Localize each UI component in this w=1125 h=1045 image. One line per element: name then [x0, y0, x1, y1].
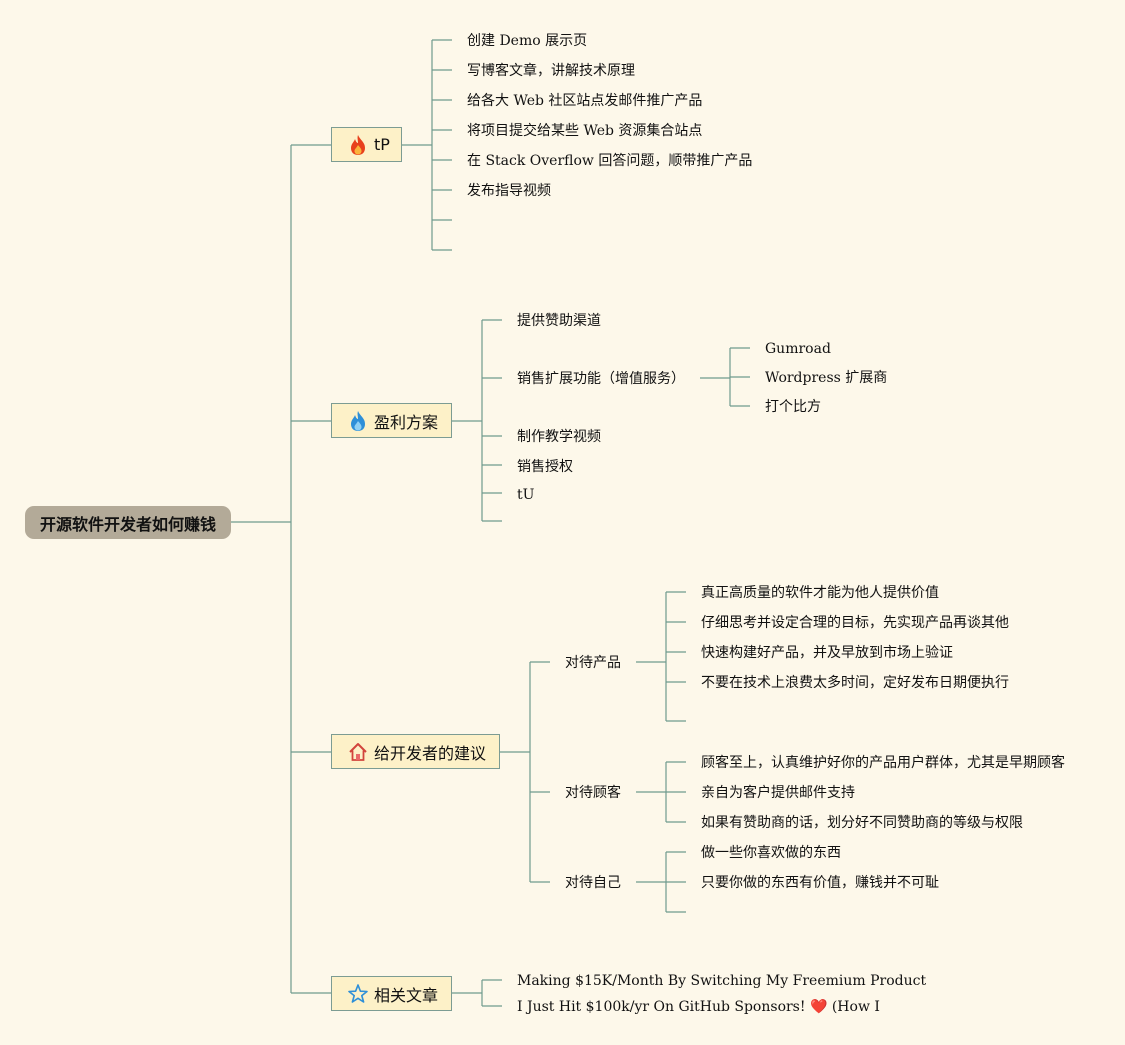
product-leaf-3[interactable]: 快速构建好产品，并及早放到市场上验证	[701, 645, 953, 661]
branch-tp-label: tP	[374, 135, 390, 154]
extension-child-1[interactable]: Gumroad	[765, 341, 831, 357]
branch-profit[interactable]: 盈利方案	[331, 403, 452, 438]
customer-leaf-1[interactable]: 顾客至上，认真维护好你的产品用户群体，尤其是早期顾客	[701, 755, 1065, 771]
article-link-1[interactable]: Making $15K/Month By Switching My Freemi…	[517, 973, 927, 989]
advice-customer[interactable]: 对待顾客	[565, 785, 621, 801]
branch-advice-label: 给开发者的建议	[374, 743, 487, 763]
article-link-2[interactable]: I Just Hit $100k/yr On GitHub Sponsors! …	[517, 998, 880, 1016]
branch-articles[interactable]: 相关文章	[331, 976, 452, 1011]
star-icon	[348, 983, 368, 1005]
customer-leaf-2[interactable]: 亲自为客户提供邮件支持	[701, 785, 855, 801]
profit-leaf-5[interactable]: tU	[517, 487, 535, 503]
profit-leaf-3[interactable]: 制作教学视频	[517, 429, 601, 445]
tp-leaf-4[interactable]: 将项目提交给某些 Web 资源集合站点	[467, 123, 703, 139]
extension-child-3[interactable]: 打个比方	[765, 399, 821, 415]
tp-leaf-6[interactable]: 发布指导视频	[467, 183, 551, 199]
blue-flame-icon	[348, 410, 368, 432]
heart-icon: ❤️	[809, 999, 828, 1015]
profit-leaf-1[interactable]: 提供赞助渠道	[517, 313, 601, 329]
self-leaf-1[interactable]: 做一些你喜欢做的东西	[701, 845, 841, 861]
branch-tp[interactable]: tP	[331, 127, 402, 162]
product-leaf-2[interactable]: 仔细思考并设定合理的目标，先实现产品再谈其他	[701, 615, 1009, 631]
tp-leaf-3[interactable]: 给各大 Web 社区站点发邮件推广产品	[467, 93, 703, 109]
extension-child-2[interactable]: Wordpress 扩展商	[765, 370, 888, 386]
branch-profit-label: 盈利方案	[374, 412, 439, 432]
profit-leaf-2[interactable]: 销售扩展功能（增值服务）	[517, 371, 685, 387]
tp-leaf-1[interactable]: 创建 Demo 展示页	[467, 33, 588, 49]
article-link-2-text: I Just Hit $100k/yr On GitHub Sponsors!	[517, 999, 810, 1015]
root-node[interactable]: 开源软件开发者如何赚钱	[25, 506, 231, 539]
article-link-2-tail: (How I	[827, 999, 880, 1015]
house-icon	[348, 741, 368, 763]
self-leaf-2[interactable]: 只要你做的东西有价值，赚钱并不可耻	[701, 875, 939, 891]
fire-icon	[348, 134, 368, 156]
root-label: 开源软件开发者如何赚钱	[39, 514, 216, 534]
customer-leaf-3[interactable]: 如果有赞助商的话，划分好不同赞助商的等级与权限	[701, 815, 1023, 831]
advice-self[interactable]: 对待自己	[565, 875, 621, 891]
advice-product[interactable]: 对待产品	[565, 655, 621, 671]
tp-leaf-5[interactable]: 在 Stack Overflow 回答问题，顺带推广产品	[467, 153, 753, 169]
profit-leaf-4[interactable]: 销售授权	[517, 459, 573, 475]
product-leaf-4[interactable]: 不要在技术上浪费太多时间，定好发布日期便执行	[701, 675, 1009, 691]
tp-leaf-2[interactable]: 写博客文章，讲解技术原理	[467, 63, 635, 79]
branch-articles-label: 相关文章	[374, 985, 439, 1005]
product-leaf-1[interactable]: 真正高质量的软件才能为他人提供价值	[701, 585, 939, 601]
branch-advice[interactable]: 给开发者的建议	[331, 734, 500, 769]
